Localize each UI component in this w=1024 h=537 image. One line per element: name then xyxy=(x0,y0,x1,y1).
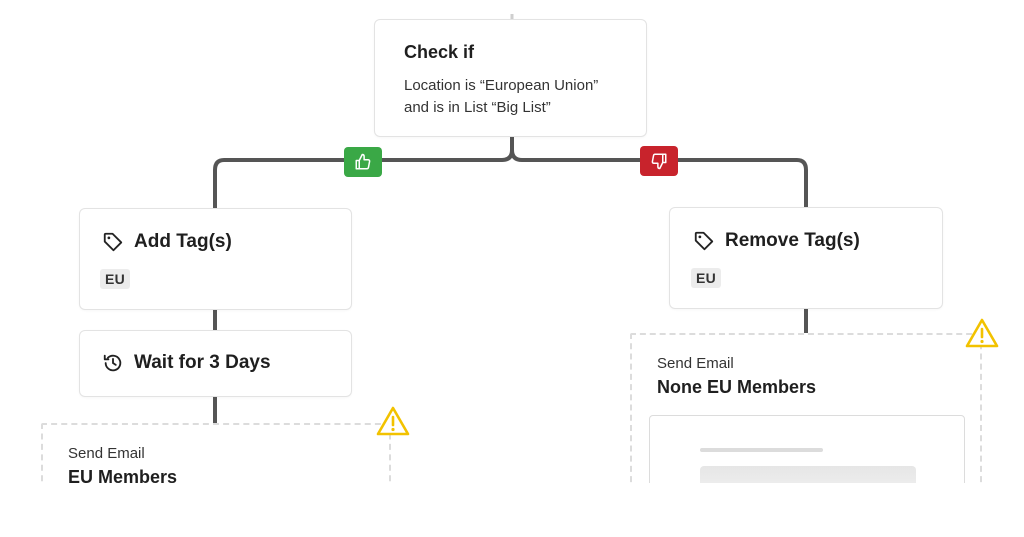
condition-line-2: and is in List “Big List” xyxy=(404,99,551,116)
thumbs-down-icon xyxy=(651,153,667,170)
warning-icon[interactable] xyxy=(964,317,1000,349)
wait-node[interactable]: Wait for 3 Days xyxy=(79,330,352,397)
no-branch-button[interactable] xyxy=(640,146,678,176)
send-email-label: Send Email xyxy=(68,445,145,462)
tag-badge-eu: EU xyxy=(691,268,722,288)
condition-line-1: Location is “European Union” xyxy=(404,77,599,94)
add-tag-title: Add Tag(s) xyxy=(134,231,232,252)
remove-tag-node[interactable]: Remove Tag(s) EU xyxy=(669,207,943,309)
send-email-label: Send Email xyxy=(657,355,734,372)
warning-icon[interactable] xyxy=(375,405,411,437)
email-name: EU Members xyxy=(68,467,178,487)
wait-title: Wait for 3 Days xyxy=(134,352,271,373)
tag-icon xyxy=(694,231,714,251)
yes-branch-button[interactable] xyxy=(344,147,382,177)
canvas-clip xyxy=(0,483,1024,537)
email-name: None EU Members xyxy=(657,377,817,397)
thumbs-up-icon xyxy=(355,153,371,170)
clock-history-icon xyxy=(103,354,122,372)
tag-badge-eu: EU xyxy=(100,269,131,289)
condition-node[interactable]: Check if Location is “European Union” an… xyxy=(374,19,647,137)
remove-tag-title: Remove Tag(s) xyxy=(725,230,860,251)
add-tag-node[interactable]: Add Tag(s) EU xyxy=(79,208,352,310)
tag-icon xyxy=(103,232,123,252)
condition-title: Check if xyxy=(404,42,475,62)
preview-line xyxy=(700,448,823,452)
